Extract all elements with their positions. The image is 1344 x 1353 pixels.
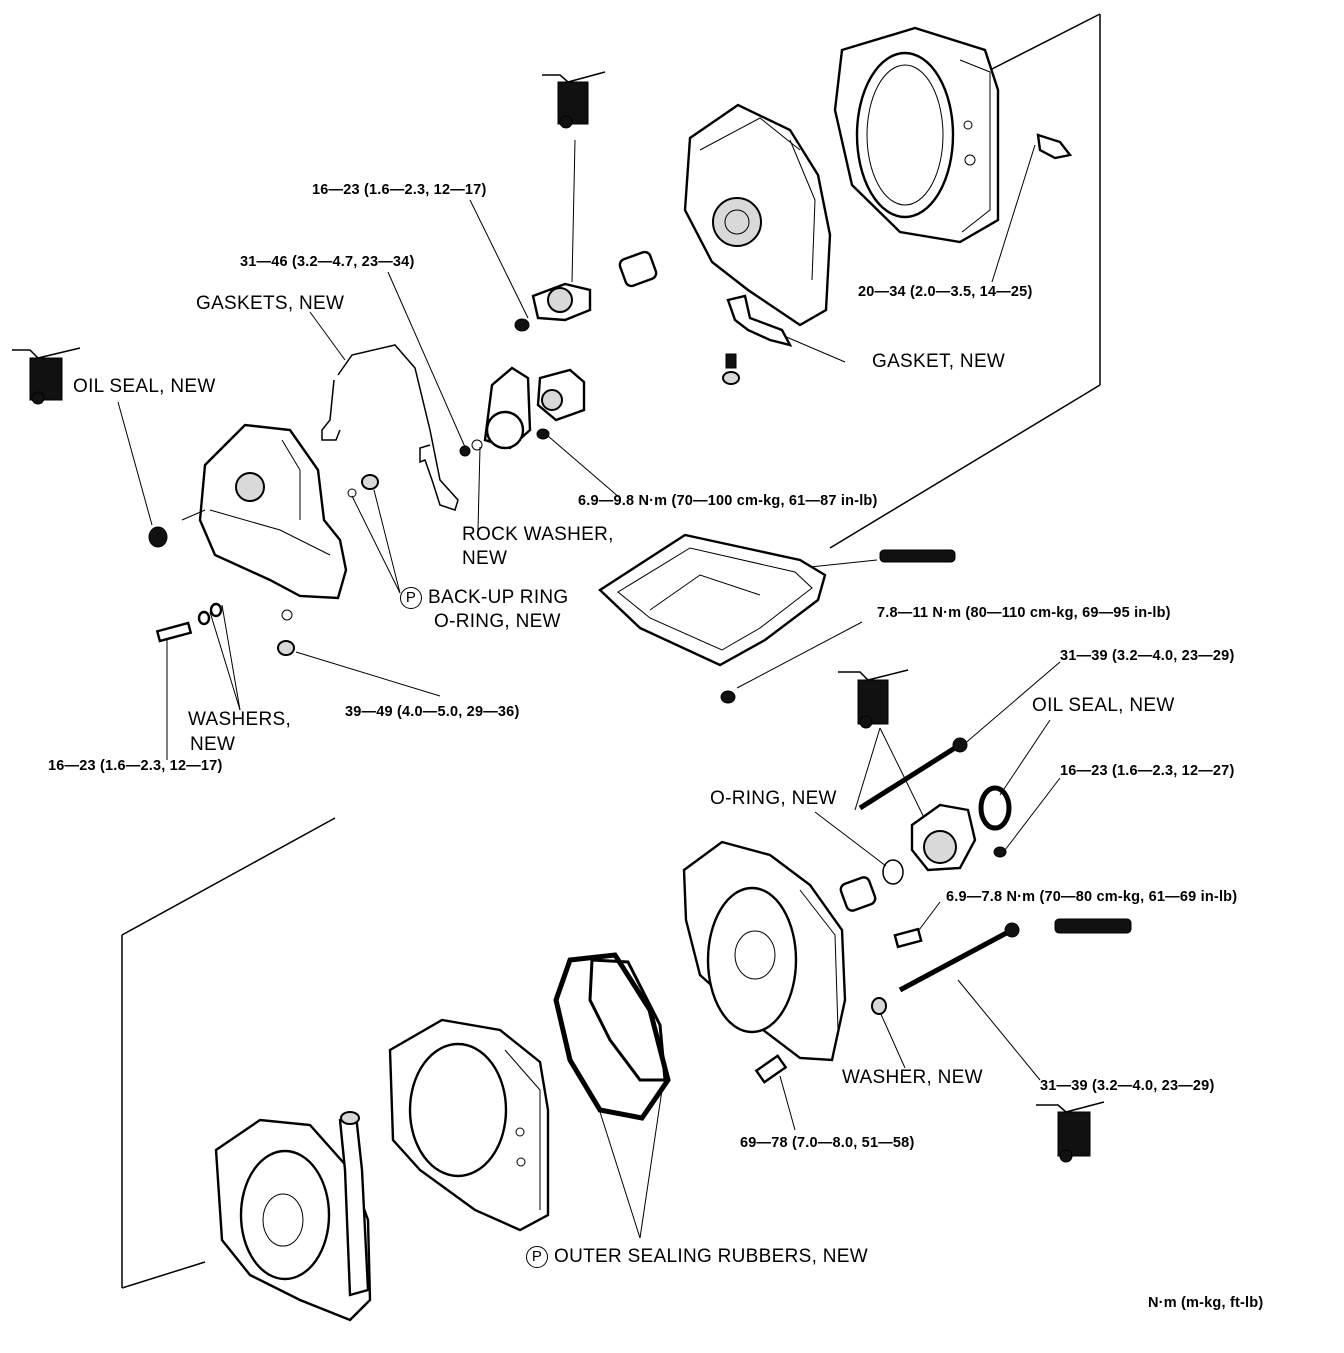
assembly-mark-p-2: P [526, 1246, 548, 1268]
callout-washers-2: NEW [190, 734, 236, 755]
callout-washer-right: WASHER, NEW [842, 1067, 983, 1088]
front-housing-bottom [214, 1111, 372, 1322]
torque-label-cover-bolt: 6.9—9.8 N·m (70—100 cm-kg, 61—87 in-lb) [578, 493, 878, 509]
torque-label-plug: 69—78 (7.0—8.0, 51—58) [740, 1135, 915, 1151]
callout-rock-washer-2: NEW [462, 548, 508, 569]
long-bolt-top [858, 737, 968, 811]
callout-washers: WASHERS, [188, 709, 292, 730]
front-cover-left [148, 423, 379, 600]
pump-cover [459, 366, 586, 457]
tool-symbol-top [542, 71, 606, 129]
rear-housing-right [682, 840, 1132, 1084]
rear-housing-top [833, 26, 1000, 244]
tool-symbol-left [12, 347, 81, 405]
tool-symbol-bottom-right [1036, 1101, 1105, 1163]
torque-label-long-bolt-bottom: 31—39 (3.2—4.0, 23—29) [1040, 1078, 1215, 1094]
torque-label-rear-hub: 16—23 (1.6—2.3, 12—27) [1060, 763, 1235, 779]
rotor-housing-bottom [388, 1018, 550, 1232]
torque-label-front-hub: 16—23 (1.6—2.3, 12—17) [312, 182, 487, 198]
callout-outer-sealing-rubbers: P OUTER SEALING RUBBERS, NEW [526, 1246, 868, 1268]
callout-gasket-top: GASKET, NEW [872, 351, 1006, 372]
gasket-bracket [722, 294, 793, 385]
leader-lines [117, 139, 1061, 1239]
callout-o-ring-new: O-RING, NEW [434, 611, 561, 632]
torque-label-long-bolt-top: 31—39 (3.2—4.0, 23—29) [1060, 648, 1235, 664]
section-frame-top [829, 13, 1101, 549]
callout-outer-sealing-text: OUTER SEALING RUBBERS, NEW [554, 1246, 868, 1268]
torque-label-pump-bolt: 31—46 (3.2—4.7, 23—34) [240, 254, 415, 270]
callout-oil-seal-right: OIL SEAL, NEW [1032, 695, 1175, 716]
long-bolt-bottom [898, 922, 1020, 993]
callout-rock-washer: ROCK WASHER, [462, 524, 614, 545]
bolt-top-right [1036, 133, 1073, 160]
front-hub-top [514, 282, 592, 332]
torque-label-rear-cover: 6.9—7.8 N·m (70—80 cm-kg, 61—69 in-lb) [946, 889, 1238, 905]
front-cover-top [683, 103, 832, 327]
callout-oil-seal-left: OIL SEAL, NEW [73, 376, 216, 397]
outer-sealing-rubbers [553, 952, 671, 1121]
bolt-left-lower [155, 602, 295, 656]
units-note: N·m (m-kg, ft-lb) [1148, 1295, 1264, 1311]
torque-label-left-bolt: 16—23 (1.6—2.3, 12—17) [48, 758, 223, 774]
rear-hub-right [839, 785, 1012, 912]
assembly-mark-p: P [400, 587, 422, 609]
oil-pan [598, 533, 956, 704]
section-frame-bottom [121, 817, 336, 1289]
tool-symbol-mid-right [838, 669, 909, 729]
torque-label-oil-pan: 7.8—11 N·m (80—110 cm-kg, 69—95 in-lb) [877, 605, 1171, 621]
callout-backup-ring-text: BACK-UP RING [428, 587, 569, 609]
gaskets-shape [321, 344, 459, 511]
torque-label-drain-plug: 39—49 (4.0—5.0, 29—36) [345, 704, 520, 720]
callout-o-ring-right: O-RING, NEW [710, 788, 837, 809]
sleeve-top [618, 250, 658, 288]
callout-backup-ring: P BACK-UP RING [400, 587, 569, 609]
torque-label-rear-housing: 20—34 (2.0—3.5, 14—25) [858, 284, 1033, 300]
callout-gaskets: GASKETS, NEW [196, 293, 345, 314]
